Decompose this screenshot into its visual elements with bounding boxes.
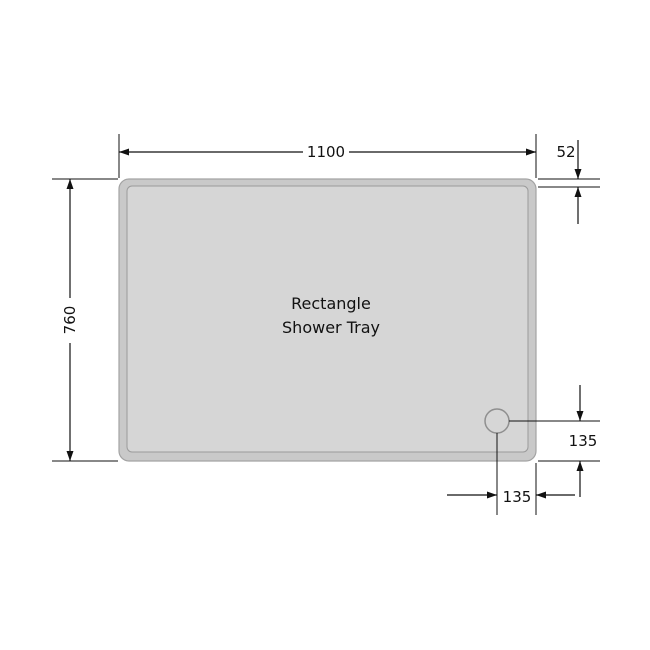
waste-bottom-dimension: 135 <box>509 385 600 497</box>
tray-label-line1: Rectangle <box>291 294 371 313</box>
height-dimension: 760 <box>52 178 118 462</box>
height-dimension-label: 760 <box>61 306 79 335</box>
waste-bottom-dimension-label: 135 <box>569 432 598 450</box>
shower-tray <box>118 178 537 462</box>
waste-right-dimension: 135 <box>447 433 575 515</box>
waste-outlet-icon <box>484 408 510 434</box>
tray-label-line2: Shower Tray <box>282 318 380 337</box>
width-dimension: 1100 <box>118 134 537 178</box>
waste-right-dimension-label: 135 <box>503 488 532 506</box>
rim-dimension: 52 <box>538 140 600 224</box>
tray-inner-basin <box>126 185 529 453</box>
width-dimension-label: 1100 <box>307 143 345 161</box>
rim-dimension-label: 52 <box>556 143 575 161</box>
